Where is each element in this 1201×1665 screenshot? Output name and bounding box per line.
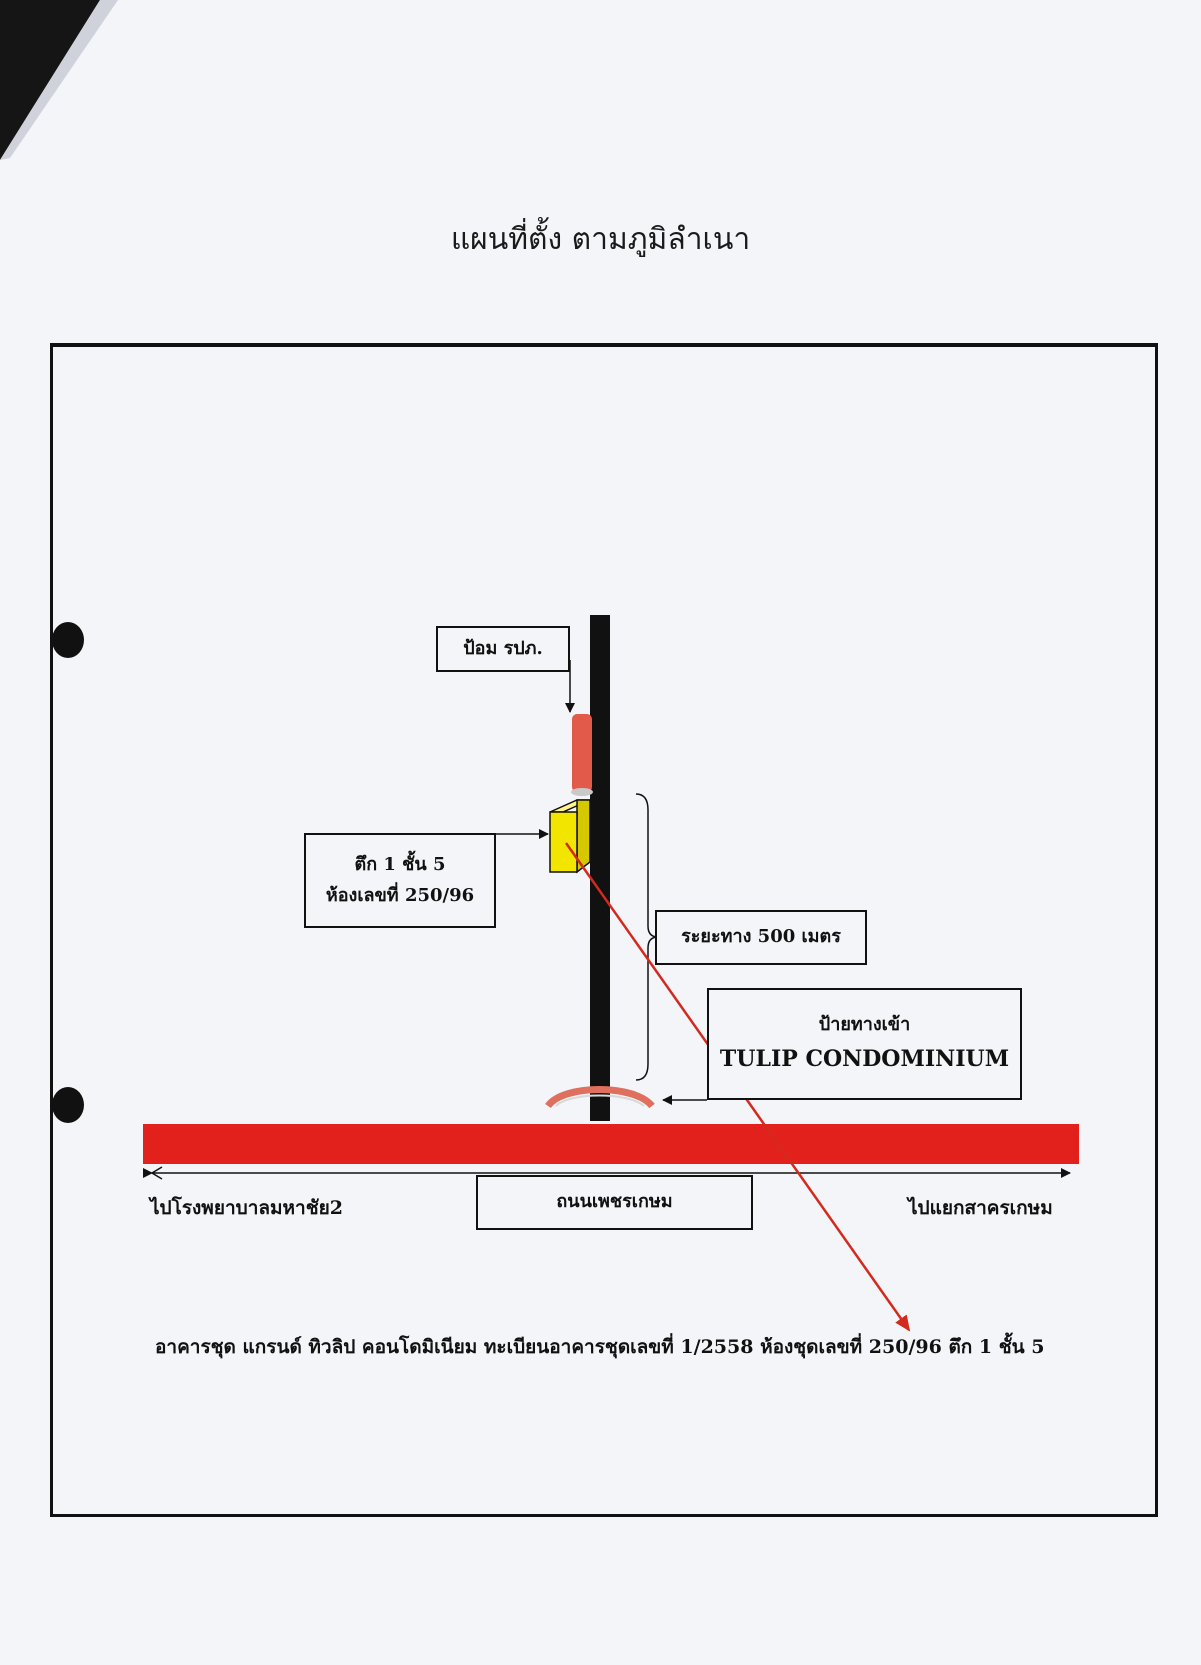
direction-right-label: ไปแยกสาครเกษม <box>908 1197 1053 1219</box>
entrance-sign-name: TULIP CONDOMINIUM <box>719 1045 1010 1072</box>
police-post-marker <box>571 714 593 796</box>
condo-unit-building-floor: ตึก 1 ชั้น 5 <box>354 853 446 875</box>
police-post-label-text: ป้อม รปภ. <box>463 637 543 659</box>
main-road <box>143 1124 1079 1164</box>
punch-hole <box>52 1087 84 1123</box>
direction-left-label: ไปโรงพยาบาลมหาชัย2 <box>150 1197 343 1219</box>
condo-unit-label: ตึก 1 ชั้น 5 ห้องเลขที่ 250/96 <box>304 833 496 928</box>
entrance-sign-caption: ป้ายทางเข้า <box>818 1014 911 1035</box>
distance-label: ระยะทาง 500 เมตร <box>655 910 867 965</box>
page-title: แผนที่ตั้ง ตามภูมิลำเนา <box>450 222 751 257</box>
map-frame <box>50 343 1158 1517</box>
entrance-sign-label: ป้ายทางเข้า TULIP CONDOMINIUM <box>707 988 1022 1100</box>
side-road <box>590 615 610 1121</box>
police-post-label: ป้อม รปภ. <box>436 626 570 672</box>
distance-label-text: ระยะทาง 500 เมตร <box>681 926 841 948</box>
entrance-sign-marker <box>545 1086 655 1109</box>
property-caption: อาคารชุด แกรนด์ ทิวลิป คอนโดมิเนียม ทะเบ… <box>155 1336 1045 1358</box>
road-name-label: ถนนเพชรเกษม <box>476 1175 753 1230</box>
condo-building-marker <box>549 799 591 874</box>
punch-hole <box>52 622 84 658</box>
condo-unit-room-number: ห้องเลขที่ 250/96 <box>325 884 475 906</box>
road-name-text: ถนนเพชรเกษม <box>556 1191 673 1213</box>
